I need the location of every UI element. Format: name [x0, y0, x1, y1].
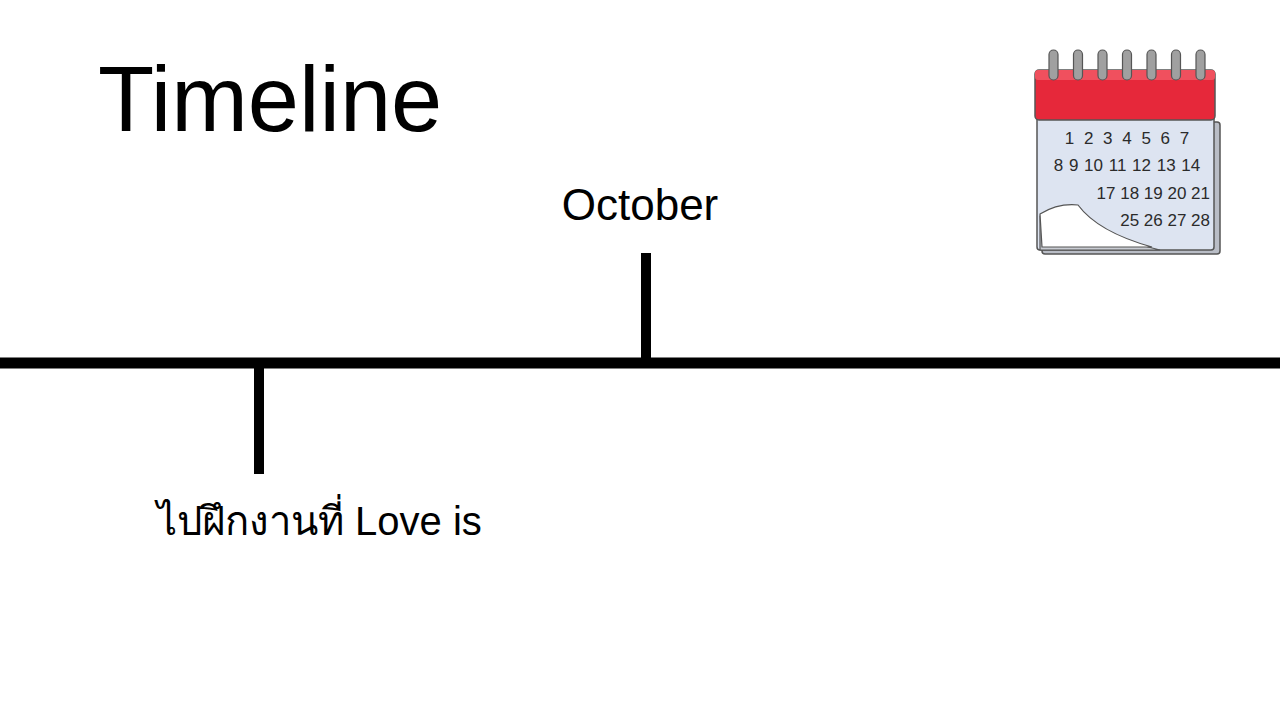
timeline-tick — [641, 253, 651, 363]
timeline-axis — [0, 358, 1280, 369]
ring — [1098, 50, 1107, 80]
month-label: October — [562, 180, 719, 231]
calendar-days: 1 2 3 4 5 6 7 — [1065, 129, 1190, 149]
calendar-page — [1037, 116, 1214, 250]
timeline-tick — [254, 363, 264, 474]
ring — [1074, 50, 1083, 80]
ring — [1049, 50, 1058, 80]
ring — [1123, 50, 1132, 80]
slide-title: Timeline — [98, 49, 442, 150]
calendar-icon — [1035, 50, 1220, 254]
event-label: ไปฝึกงานที่ Love is — [157, 498, 482, 544]
ring — [1172, 50, 1181, 80]
calendar-rings — [1049, 50, 1205, 80]
calendar-days: 8 9 10 11 12 13 14 — [1054, 156, 1201, 176]
ring — [1196, 50, 1205, 80]
ring — [1147, 50, 1156, 80]
calendar-days: 17 18 19 20 21 — [1097, 184, 1210, 204]
calendar-days: 25 26 27 28 — [1120, 211, 1210, 231]
